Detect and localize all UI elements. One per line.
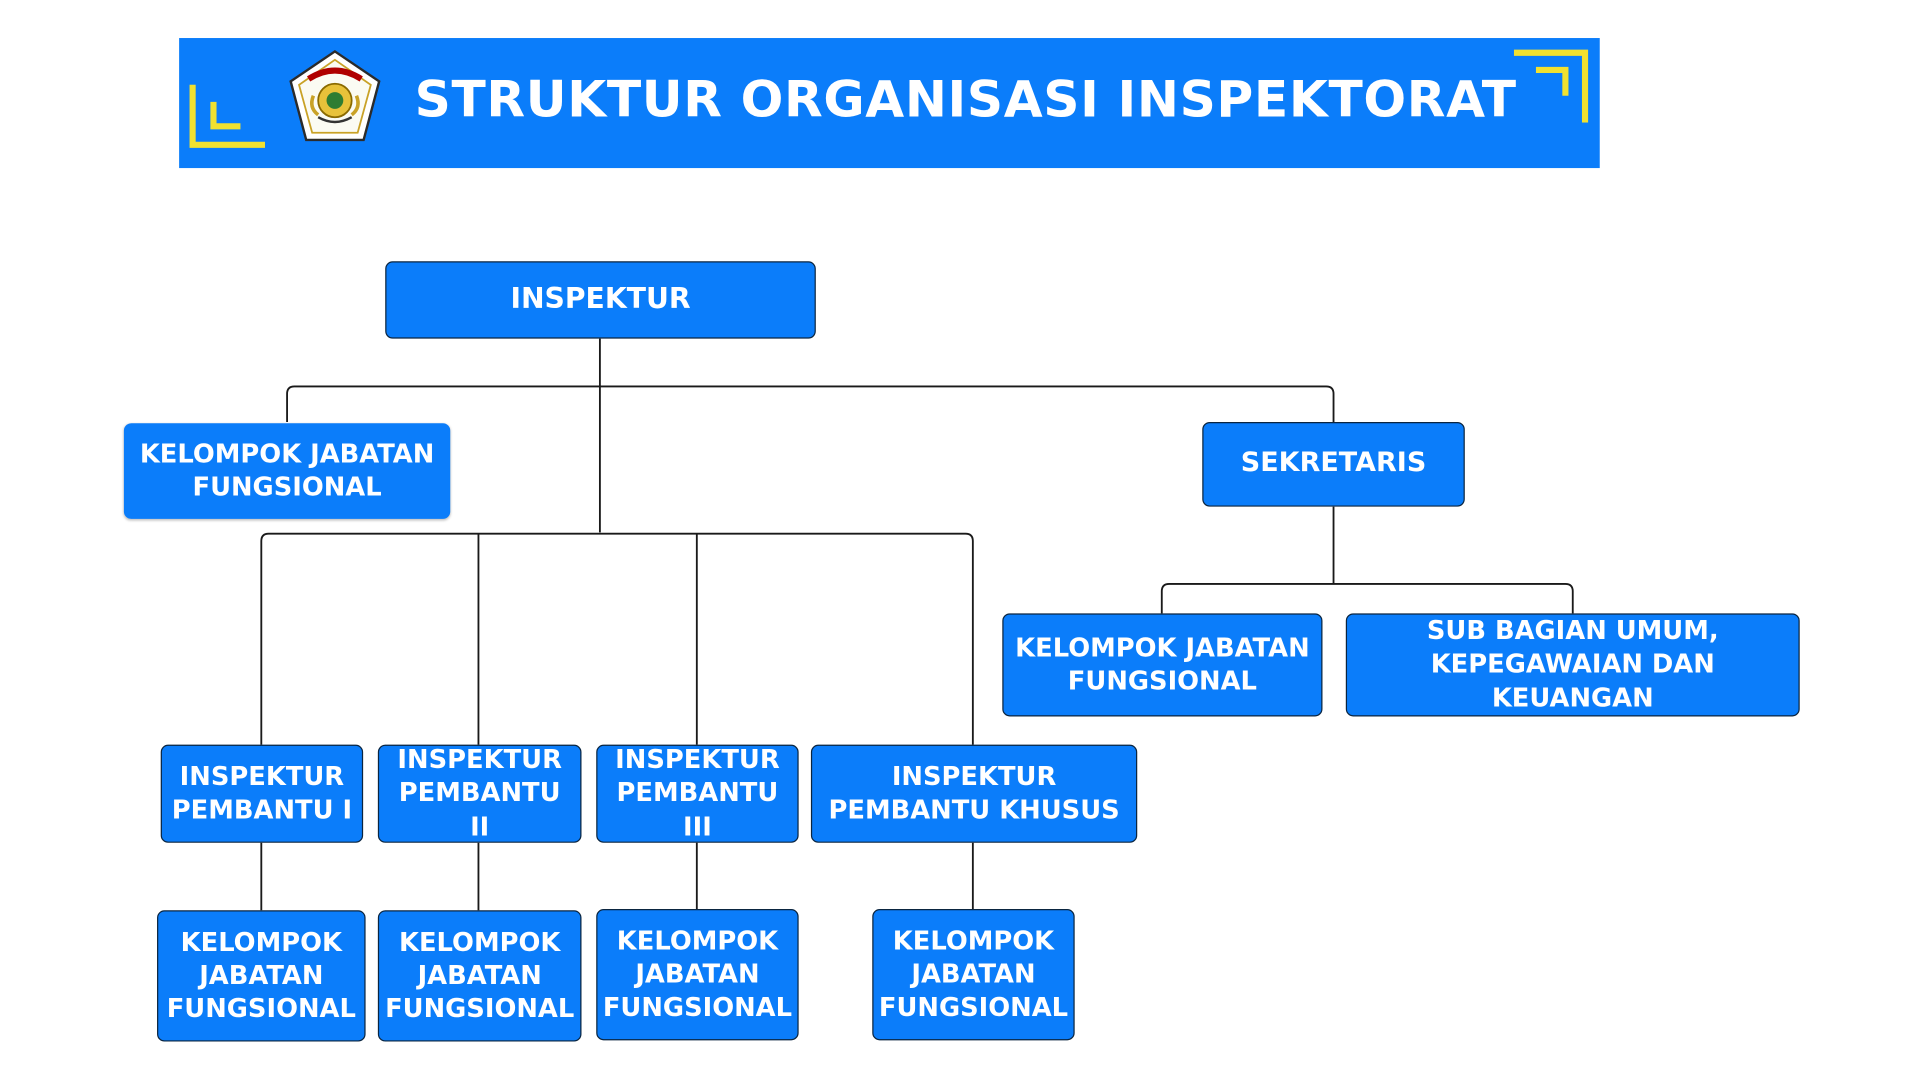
kjf2-label: KELOMPOK JABATAN FUNGSIONAL xyxy=(385,926,575,1024)
inspektur-box: INSPEKTUR xyxy=(385,261,816,339)
connector-sekretaris-branch xyxy=(1160,583,1574,614)
kjf-sekretariat-box: KELOMPOK JABATAN FUNGSIONAL xyxy=(1002,613,1323,717)
sekretaris-label: SEKRETARIS xyxy=(1240,448,1427,479)
regional-emblem-logo xyxy=(289,49,381,142)
irban2-box: INSPEKTUR PEMBANTU II xyxy=(377,744,582,843)
kjf2-box: KELOMPOK JABATAN FUNGSIONAL xyxy=(377,910,582,1042)
kjf3-box: KELOMPOK JABATAN FUNGSIONAL xyxy=(596,909,799,1041)
kjf4-label: KELOMPOK JABATAN FUNGSIONAL xyxy=(878,925,1069,1023)
irban1-label: INSPEKTUR PEMBANTU I xyxy=(171,761,353,825)
kjf1-label: KELOMPOK JABATAN FUNGSIONAL xyxy=(166,926,356,1024)
sekretaris-box: SEKRETARIS xyxy=(1202,422,1465,507)
page-title: STRUKTUR ORGANISASI INSPEKTORAT xyxy=(414,69,1517,129)
kjf-top-box: KELOMPOK JABATAN FUNGSIONAL xyxy=(123,423,451,519)
irbansus-box: INSPEKTUR PEMBANTU KHUSUS xyxy=(810,744,1138,843)
kjf3-label: KELOMPOK JABATAN FUNGSIONAL xyxy=(602,925,793,1023)
irbansus-label: INSPEKTUR PEMBANTU KHUSUS xyxy=(828,761,1120,825)
irban2-label: INSPEKTUR PEMBANTU II xyxy=(397,744,562,842)
subbag-label: SUB BAGIAN UMUM, KEPEGAWAIAN DAN KEUANGA… xyxy=(1426,615,1719,713)
irban3-label: INSPEKTUR PEMBANTU III xyxy=(615,744,780,842)
irban1-box: INSPEKTUR PEMBANTU I xyxy=(160,744,364,843)
corner-bracket-icon xyxy=(189,84,265,148)
kjf1-box: KELOMPOK JABATAN FUNGSIONAL xyxy=(157,910,366,1042)
connector-top-branch xyxy=(286,385,1335,423)
subbag-box: SUB BAGIAN UMUM, KEPEGAWAIAN DAN KEUANGA… xyxy=(1345,613,1800,717)
kjf-sekretariat-label: KELOMPOK JABATAN FUNGSIONAL xyxy=(1015,632,1310,696)
connector-irban-branch xyxy=(260,532,974,745)
irban3-box: INSPEKTUR PEMBANTU III xyxy=(596,744,799,843)
inspektur-label: INSPEKTUR xyxy=(510,282,691,315)
header-banner: STRUKTUR ORGANISASI INSPEKTORAT xyxy=(179,38,1600,169)
kjf4-box: KELOMPOK JABATAN FUNGSIONAL xyxy=(872,909,1075,1041)
kjf-top-label: KELOMPOK JABATAN FUNGSIONAL xyxy=(139,438,435,502)
corner-bracket-icon xyxy=(1513,49,1589,123)
